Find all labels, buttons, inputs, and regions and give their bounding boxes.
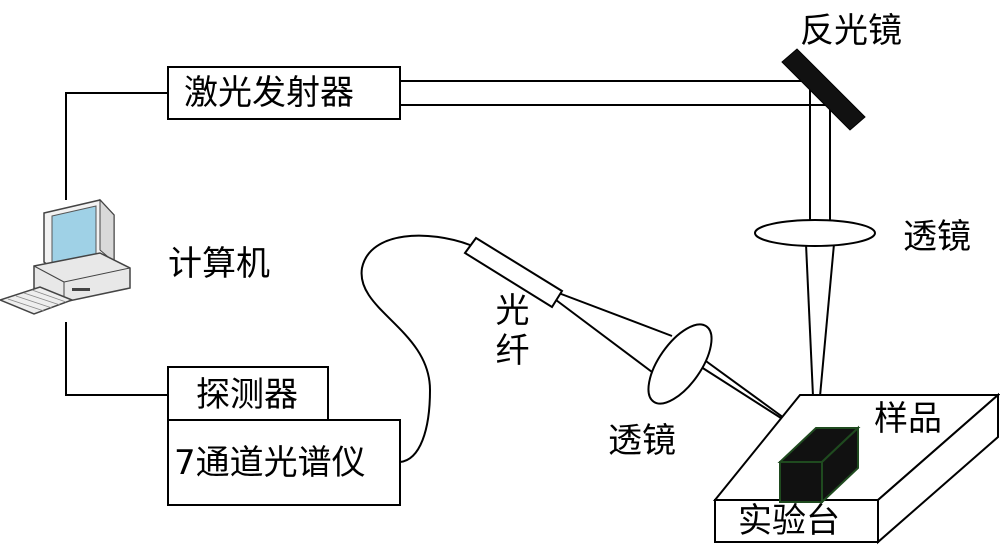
focus-beam-right: [817, 243, 835, 419]
keyboard-keys: [7, 289, 67, 312]
stage-label: 实验台: [738, 501, 840, 541]
computer-base-edge: [33, 265, 65, 283]
fiber-cable: [360, 234, 471, 463]
focus-beam-left: [805, 243, 815, 419]
fiber-probe: [463, 236, 564, 309]
lens-top-label: 透镜: [903, 217, 971, 257]
lens-top: [754, 219, 876, 247]
keyboard: [0, 286, 75, 315]
computer-label: 计算机: [168, 244, 270, 284]
mirror-label: 反光镜: [800, 11, 902, 51]
laser-box: [167, 66, 401, 120]
computer-base-edge2: [63, 267, 131, 283]
wire-computer-laser: [65, 92, 168, 200]
spectrometer-label: 7通道光谱仪: [174, 443, 366, 483]
lens-bottom: [647, 323, 713, 405]
collect-ray-2: [555, 299, 661, 379]
wire-computer-detector: [65, 322, 168, 396]
spectrometer-box: [167, 419, 401, 506]
detector-box: [167, 366, 329, 421]
mirror: [781, 48, 866, 131]
lens-bottom-label: 透镜: [608, 421, 676, 461]
fiber-label: 光纤: [489, 292, 529, 372]
sample-side: [821, 425, 859, 505]
detector-label: 探测器: [196, 375, 298, 415]
stage-side: [877, 392, 999, 545]
sample-front: [779, 461, 823, 503]
laser-label: 激光发射器: [184, 73, 354, 113]
collect-ray-1: [547, 288, 673, 337]
drive-slot: [72, 288, 90, 291]
sample-label: 样品: [874, 399, 942, 439]
stage-front: [714, 499, 879, 543]
computer-base: [33, 252, 131, 303]
